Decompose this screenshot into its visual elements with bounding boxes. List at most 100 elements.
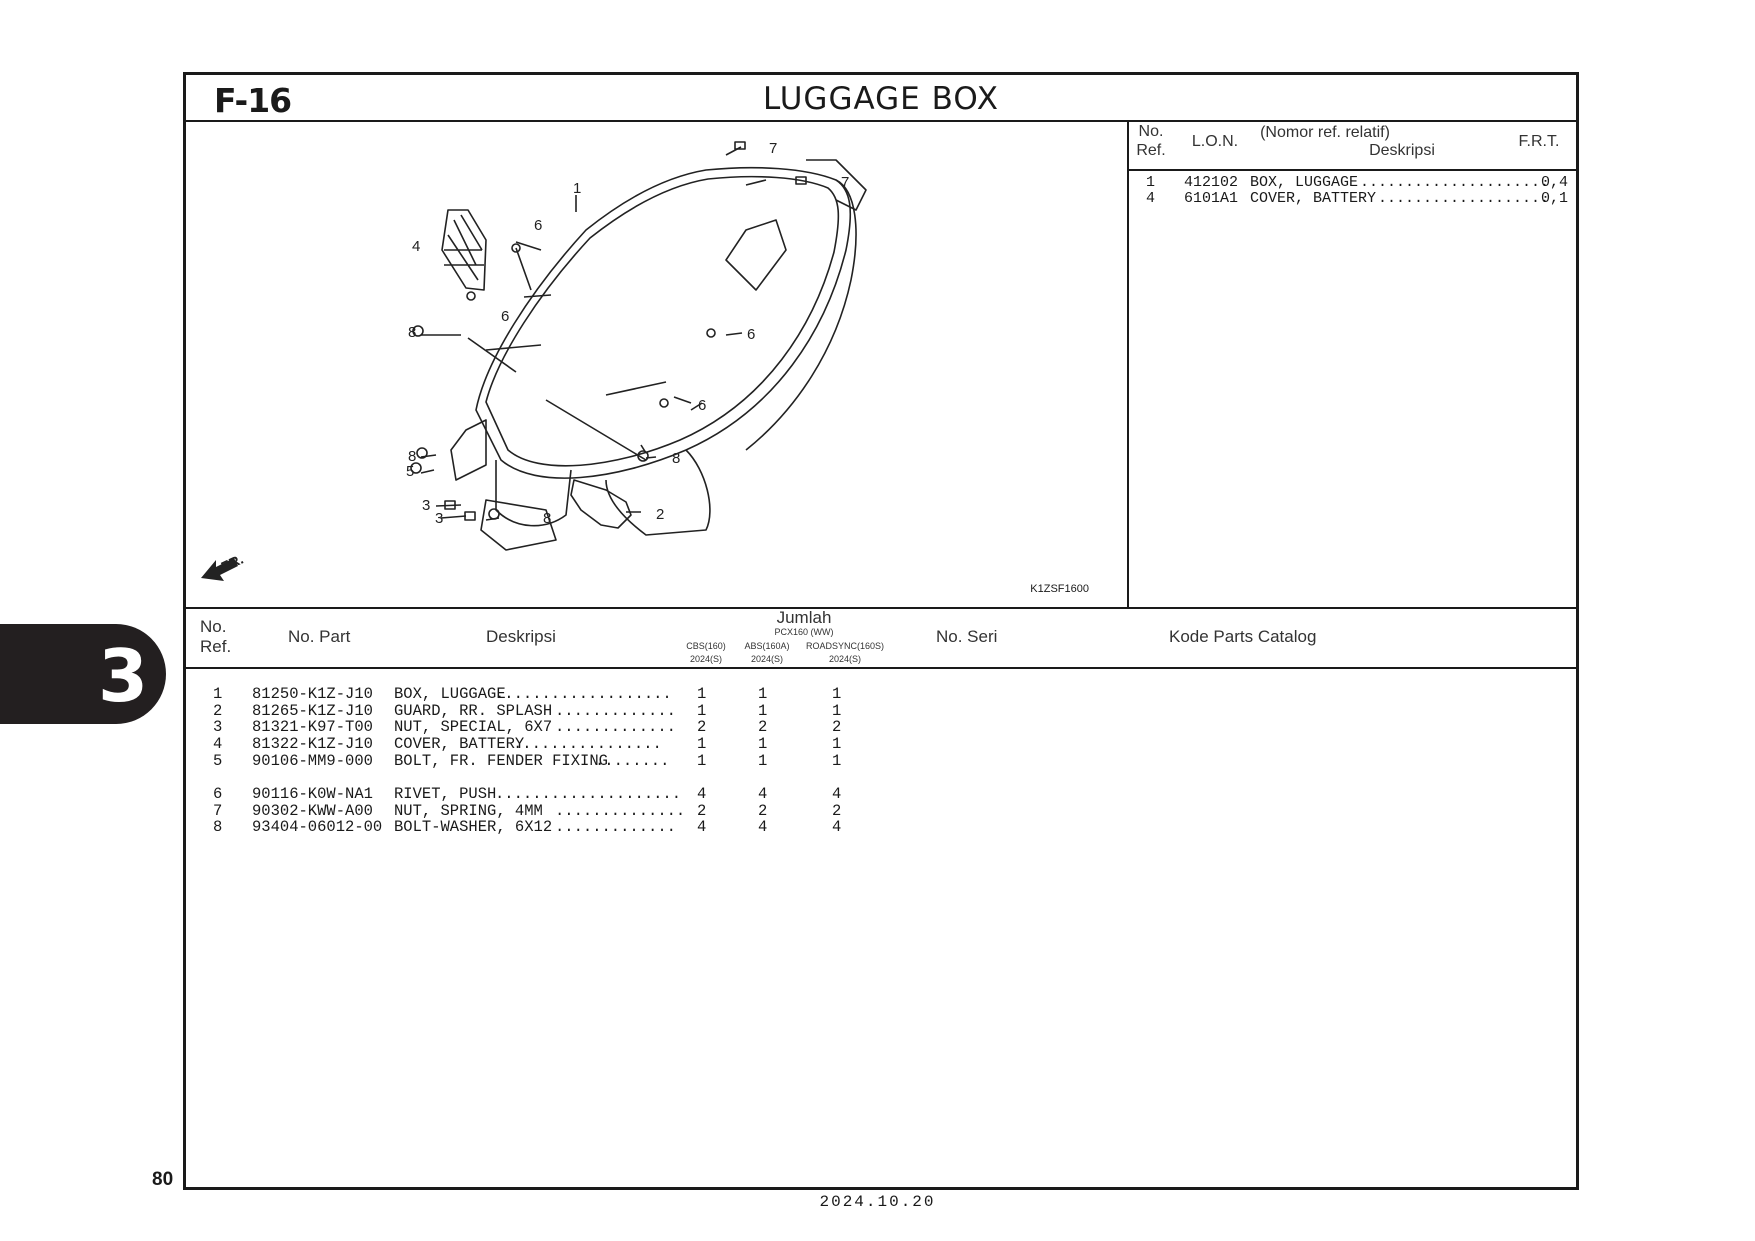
parts-rows: 1 81250-K1Z-J10 BOX, LUGGAGE ...........… xyxy=(186,685,1576,837)
rear-splash-guard xyxy=(570,479,632,529)
print-date: 2024.10.20 xyxy=(819,1193,936,1211)
table-row: 1 412102 BOX, LUGGAGE ..................… xyxy=(1127,174,1576,191)
callout-5: 5 xyxy=(406,463,414,480)
row-qty-roadsync: 2 xyxy=(832,718,842,737)
frt-value: 0,4 xyxy=(1541,174,1569,191)
col-seri: No. Seri xyxy=(936,627,998,646)
front-label: FR. xyxy=(219,551,246,575)
row-desc: BOLT-WASHER, 6X12 xyxy=(394,818,553,837)
callout-2: 2 xyxy=(656,506,664,523)
frt-col-desk: Deskripsi xyxy=(1369,142,1435,159)
callout-8b: 8 xyxy=(408,448,416,465)
frt-col-ref: Ref. xyxy=(1136,142,1166,159)
callout-7b: 7 xyxy=(841,174,849,191)
row-qty-roadsync: 1 xyxy=(832,685,842,703)
frt-desc: BOX, LUGGAGE xyxy=(1250,174,1359,191)
row-qty-cbs: 4 xyxy=(697,784,707,803)
row-dots: ............. xyxy=(555,701,676,720)
col-roadsync-year: 2024(S) xyxy=(828,654,862,664)
frt-col-frt: F.R.T. xyxy=(1518,133,1560,150)
table-row: 4 81322-K1Z-J10 COVER, BATTERY .........… xyxy=(186,735,1576,754)
table-row: 8 93404-06012-00 BOLT-WASHER, 6X12 .....… xyxy=(186,818,1576,837)
row-dots: ................ xyxy=(513,735,662,754)
row-dots: ............. xyxy=(555,818,676,837)
row-desc: NUT, SPECIAL, 6X7 xyxy=(394,718,553,737)
callout-8d: 8 xyxy=(543,510,551,527)
row-qty-abs: 4 xyxy=(758,784,768,803)
callout-6b: 6 xyxy=(501,308,509,325)
frt-table-header: No. Ref. L.O.N. (Nomor ref. relatif) Des… xyxy=(1127,120,1576,171)
front-arrow-icon xyxy=(201,558,238,581)
col-kode: Kode Parts Catalog xyxy=(1169,627,1317,646)
frt-no: 1 xyxy=(1146,174,1156,191)
row-qty-abs: 1 xyxy=(758,685,768,703)
row-desc: NUT, SPRING, 4MM xyxy=(394,801,543,820)
table-row: 6 90116-K0W-NA1 RIVET, PUSH ............… xyxy=(186,784,1576,803)
row-qty-abs: 1 xyxy=(758,701,768,720)
row-part-number: 81322-K1Z-J10 xyxy=(252,735,373,754)
callout-7a: 7 xyxy=(769,140,777,157)
row-ref: 8 xyxy=(213,818,223,837)
callout-8a: 8 xyxy=(408,324,416,341)
frt-no: 4 xyxy=(1146,190,1156,207)
col-ref: Ref. xyxy=(200,637,232,656)
table-row: 1 81250-K1Z-J10 BOX, LUGGAGE ...........… xyxy=(186,685,1576,703)
row-part-number: 81321-K97-T00 xyxy=(252,718,373,737)
callout-1: 1 xyxy=(573,180,581,197)
parts-list: No. Ref. No. Part Deskripsi Jumlah PCX16… xyxy=(186,607,1576,1192)
row-ref: 7 xyxy=(213,801,223,820)
frt-col-lon: L.O.N. xyxy=(1191,133,1239,150)
battery-cover xyxy=(441,209,487,291)
frt-lon: 412102 xyxy=(1184,174,1239,191)
row-ref: 4 xyxy=(213,735,223,754)
row-qty-roadsync: 1 xyxy=(832,735,842,754)
col-abs-year: 2024(S) xyxy=(750,654,784,664)
page-number: 80 xyxy=(152,1169,174,1190)
row-qty-abs: 2 xyxy=(758,718,768,737)
frt-value: 0,1 xyxy=(1541,190,1569,207)
row-dots: .................... xyxy=(495,784,682,803)
diagram-code: K1ZSF1600 xyxy=(1030,583,1089,595)
frt-col-no: No. xyxy=(1138,123,1164,140)
table-row: 3 81321-K97-T00 NUT, SPECIAL, 6X7 ......… xyxy=(186,718,1576,737)
callout-8c: 8 xyxy=(672,450,680,467)
row-desc: COVER, BATTERY xyxy=(394,735,525,754)
table-row: 5 90106-MM9-000 BOLT, FR. FENDER FIXING … xyxy=(186,751,1576,770)
row-ref: 5 xyxy=(213,751,223,770)
row-ref: 3 xyxy=(213,718,223,737)
frt-dots: ................... xyxy=(1378,190,1550,207)
col-cbs-year: 2024(S) xyxy=(689,654,723,664)
row-desc: BOX, LUGGAGE xyxy=(394,685,506,703)
exploded-diagram: 1 2 3 3 4 5 6 6 6 6 7 7 8 8 8 8 FR. K1ZS… xyxy=(186,120,1129,607)
row-qty-roadsync: 4 xyxy=(832,818,842,837)
page-title: LUGGAGE BOX xyxy=(763,81,999,117)
row-qty-roadsync: 1 xyxy=(832,751,842,770)
col-no: No. xyxy=(200,617,227,636)
callout-3b: 3 xyxy=(435,510,443,527)
diagram-drawing: 1 2 3 3 4 5 6 6 6 6 7 7 8 8 8 8 FR. xyxy=(201,140,867,581)
frt-desc: COVER, BATTERY xyxy=(1250,190,1377,207)
luggage-box-shell xyxy=(475,166,852,479)
row-part-number: 90106-MM9-000 xyxy=(252,751,373,770)
row-part-number: 90302-KWW-A00 xyxy=(252,801,373,820)
row-qty-cbs: 1 xyxy=(697,701,707,720)
row-desc: GUARD, RR. SPLASH xyxy=(394,701,553,720)
row-qty-abs: 4 xyxy=(758,818,768,837)
page-header: F-16 LUGGAGE BOX xyxy=(186,75,1576,122)
row-qty-cbs: 1 xyxy=(697,735,707,754)
callout-4: 4 xyxy=(412,238,420,255)
row-dots: ............. xyxy=(555,718,676,737)
row-dots: .............. xyxy=(555,801,686,820)
row-qty-cbs: 1 xyxy=(697,685,707,703)
callout-6d: 6 xyxy=(698,397,706,414)
row-qty-roadsync: 1 xyxy=(832,701,842,720)
col-desc: Deskripsi xyxy=(486,627,556,646)
row-ref: 6 xyxy=(213,784,223,803)
row-part-number: 93404-06012-00 xyxy=(252,818,383,837)
col-roadsync: ROADSYNC(160S) xyxy=(805,641,885,651)
col-model: PCX160 (WW) xyxy=(774,627,834,637)
frt-col-nomor: (Nomor ref. relatif) xyxy=(1260,124,1390,141)
frt-rows: 1 412102 BOX, LUGGAGE ..................… xyxy=(1127,174,1576,207)
chapter-number: 3 xyxy=(98,634,149,718)
row-qty-cbs: 1 xyxy=(697,751,707,770)
